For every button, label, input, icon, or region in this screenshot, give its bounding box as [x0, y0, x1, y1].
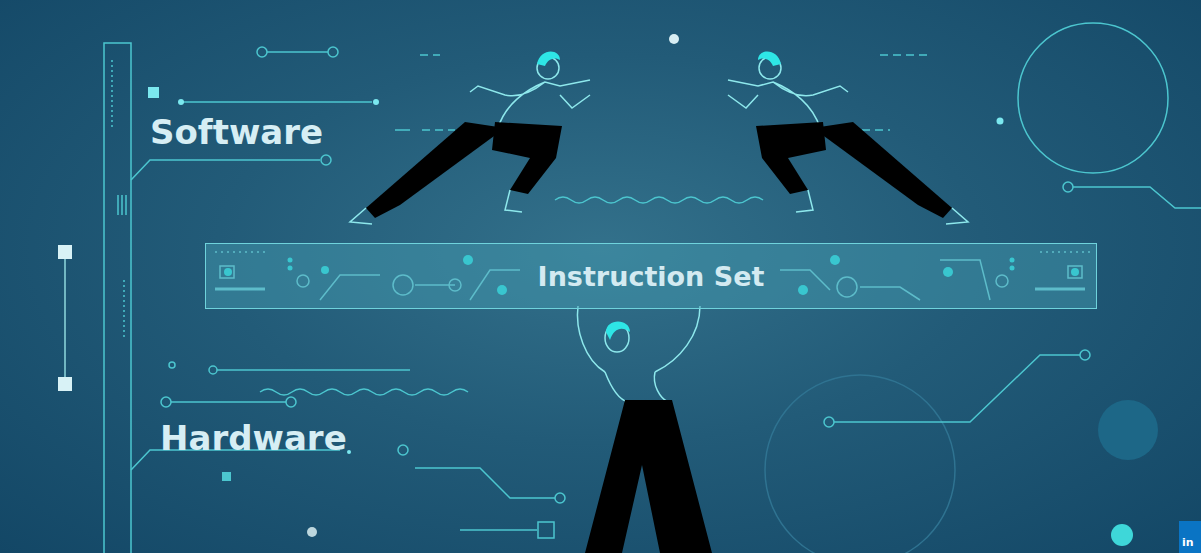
band-title: Instruction Set [524, 261, 779, 292]
circuit-decor [65, 23, 1201, 553]
holding-figure [577, 306, 712, 553]
layer-label: Hardware [160, 418, 347, 458]
instruction-band: Instruction Set [205, 243, 1097, 309]
layer-label: Software [150, 112, 323, 152]
pushing-figure [350, 51, 590, 224]
logo-block [1179, 521, 1201, 553]
logo-text: in [1182, 536, 1194, 549]
